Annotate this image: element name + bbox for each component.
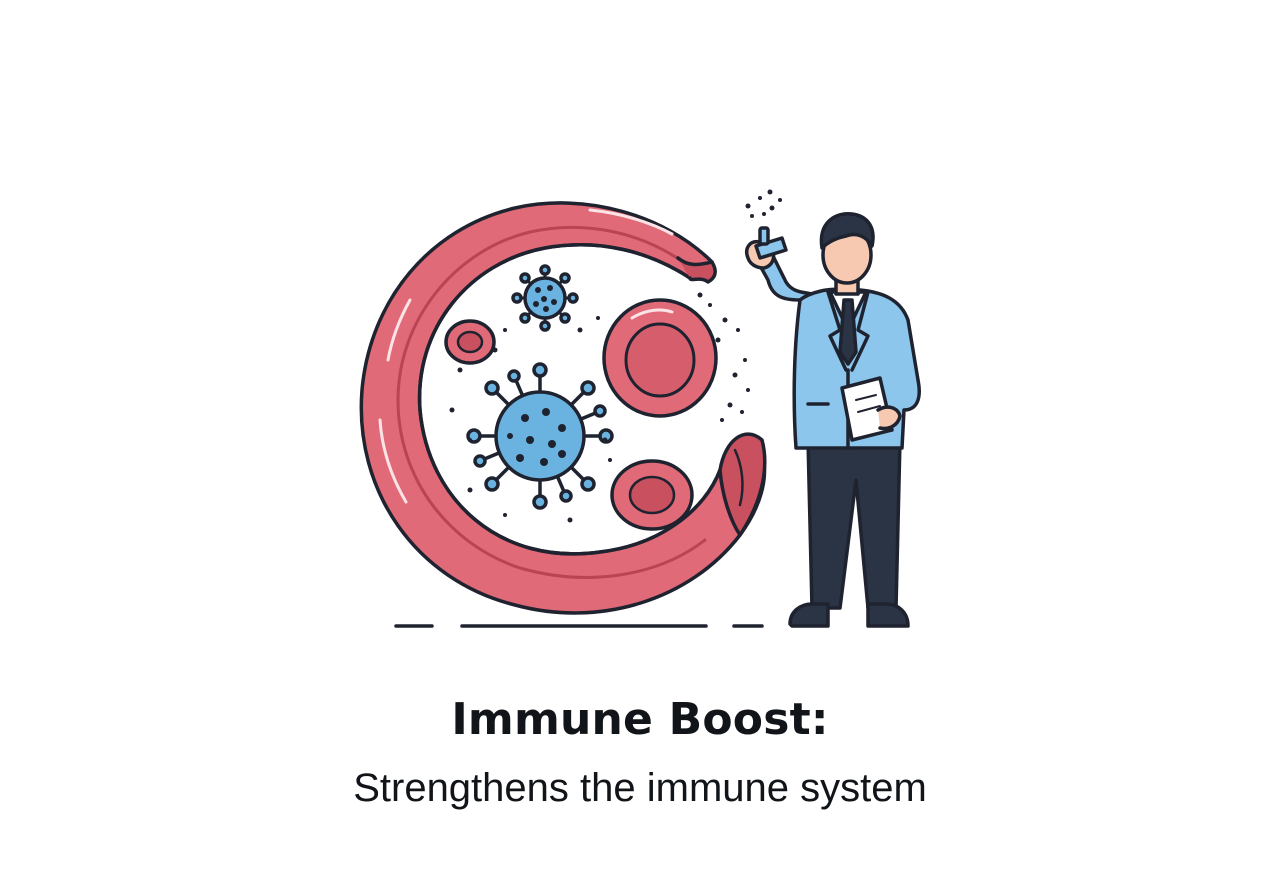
spray-inhaler-icon [754, 226, 788, 260]
red-blood-cell-icon [602, 298, 718, 418]
clipboard-icon [840, 376, 894, 442]
blood-vessel-icon [359, 201, 767, 615]
page-title: Immune Boost: [451, 694, 829, 745]
particle-dots [449, 189, 782, 523]
doctor-icon [745, 212, 921, 628]
red-blood-cell-icon [444, 319, 496, 365]
page-subtitle: Strengthens the immune system [353, 766, 927, 810]
red-blood-cell-icon [610, 459, 694, 531]
virus-icon [511, 264, 579, 332]
virus-icon [466, 362, 614, 510]
